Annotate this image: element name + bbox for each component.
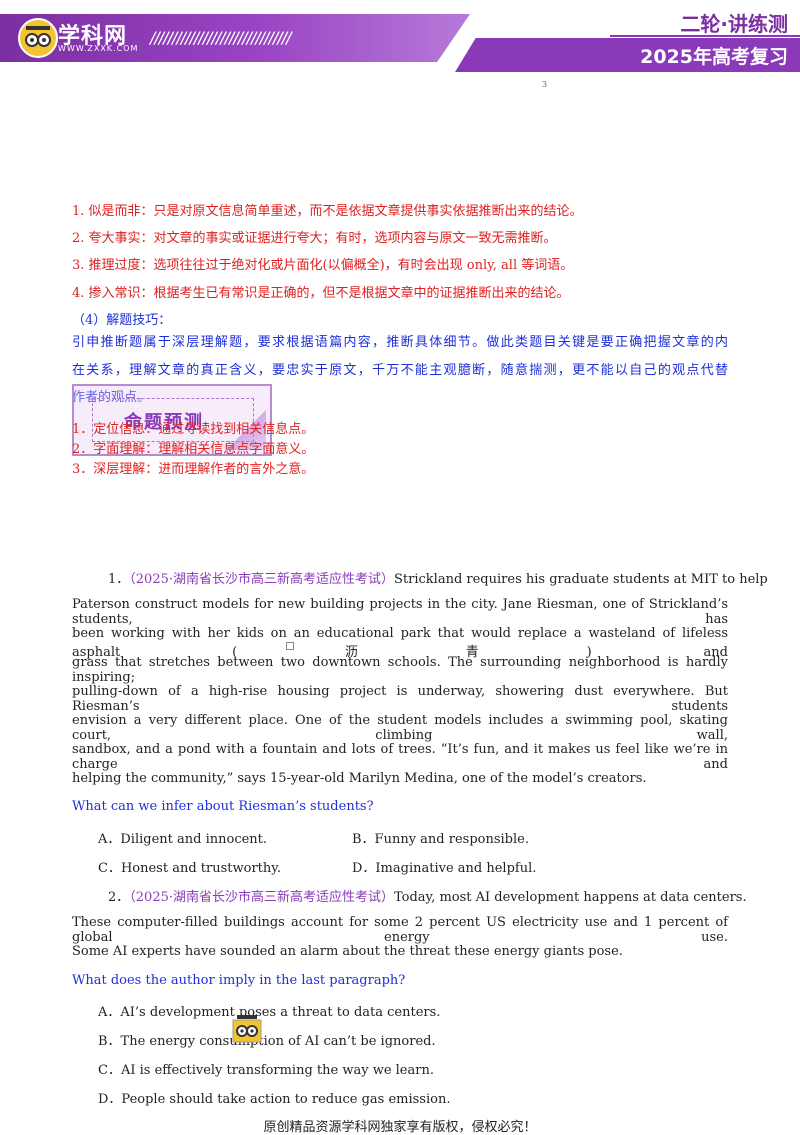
q2-option-b[interactable]: B．The energy consumption of AI can’t be … [98,1034,436,1049]
q2-line: Some AI experts have sounded an alarm ab… [72,944,623,959]
q2-option-c[interactable]: C．AI is effectively transforming the way… [98,1063,434,1078]
owl-watermark-icon [232,1012,262,1044]
q1-option-b[interactable]: B．Funny and responsible. [352,832,529,847]
page-header: 学科网 WWW.ZXXK.COM ///////////////////////… [0,0,800,74]
header-slashes: //////////////////////////////// [150,28,291,47]
q1-line: pulling-down of a high-rise housing proj… [72,684,728,714]
copyright-footer: 原创精品资源学科网独家享有版权，侵权必究！ [263,1120,537,1135]
stamp-label: 命题预测 [124,412,204,433]
exam-title: 2025年高考复习 [640,46,788,68]
trap-item: 2. 夸大事实：对文章的事实或证据进行夸大；有时，选项内容与原文一致无需推断。 [72,231,557,246]
tips-heading: （4）解题技巧： [72,313,172,328]
q2-text: Today, most AI development happens at da… [394,890,747,905]
prediction-stamp: 命题预测 [72,384,272,456]
page-mark: 3 [542,80,548,89]
q1-line: been working with her kids on an educati… [72,626,728,660]
q1-first-line: 1．（2025·湖南省长沙市高三新高考适应性考试）Strickland requ… [108,568,768,587]
header-divider [610,35,800,37]
q2-number: 2． [108,890,130,905]
placeholder-box [286,642,294,650]
tips-paragraph-line: 作者的观点。 [72,390,151,405]
q1-source: （2025·湖南省长沙市高三新高考适应性考试） [129,572,394,587]
q2-first-line: 2．（2025·湖南省长沙市高三新高考适应性考试）Today, most AI … [108,886,747,905]
step-item: 2．字面理解：理解相关信息点字面意义。 [72,442,315,457]
q2-line: These computer-filled buildings account … [72,915,728,945]
q1-line: grass that stretches between two downtow… [72,655,728,685]
q1-line: helping the community,” says 15-year-old… [72,771,647,786]
q1-line: Paterson construct models for new buildi… [72,597,728,627]
q1-option-a[interactable]: A．Diligent and innocent. [98,832,268,847]
q1-option-d[interactable]: D．Imaginative and helpful. [352,861,537,876]
q1-line: envision a very different place. One of … [72,713,728,743]
q2-option-d[interactable]: D．People should take action to reduce ga… [98,1092,451,1107]
q1-text: Strickland requires his graduate student… [394,572,768,587]
header-banner-right [455,38,800,72]
q1-option-c[interactable]: C．Honest and trustworthy. [98,861,282,876]
q1-number: 1． [108,572,130,587]
step-item: 1．定位信息：通过寻读找到相关信息点。 [72,422,315,437]
step-item: 3．深层理解：进而理解作者的言外之意。 [72,462,315,477]
owl-logo-icon [18,18,58,58]
q2-question: What does the author imply in the last p… [72,973,406,988]
q1-line: sandbox, and a pond with a fountain and … [72,742,728,772]
trap-item: 4. 掺入常识：根据考生已有常识是正确的，但不是根据文章中的证据推断出来的结论。 [72,286,570,301]
trap-item: 3. 推理过度：选项往往过于绝对化或片面化(以偏概全)，有时会出现 only, … [72,258,574,273]
header-banner-left [0,14,470,62]
trap-item: 1. 似是而非：只是对原文信息简单重述，而不是依据文章提供事实依据推断出来的结论… [72,204,583,219]
tips-paragraph-line: 在关系，理解文章的真正含义，要忠实于原文，千万不能主观臆断，随意揣测，更不能以自… [72,363,728,378]
tips-paragraph-line: 引申推断题属于深层理解题，要求根据语篇内容，推断具体细节。做此类题目关键是要正确… [72,335,728,350]
logo-url: WWW.ZXXK.COM [58,44,139,53]
series-title: 二轮·讲练测 [680,12,788,36]
q1-question: What can we infer about Riesman’s studen… [72,799,374,814]
q2-option-a[interactable]: A．AI’s development poses a threat to dat… [98,1005,441,1020]
q2-source: （2025·湖南省长沙市高三新高考适应性考试） [129,890,394,905]
stamp-border [92,398,254,442]
logo-name: 学科网 [58,24,128,49]
